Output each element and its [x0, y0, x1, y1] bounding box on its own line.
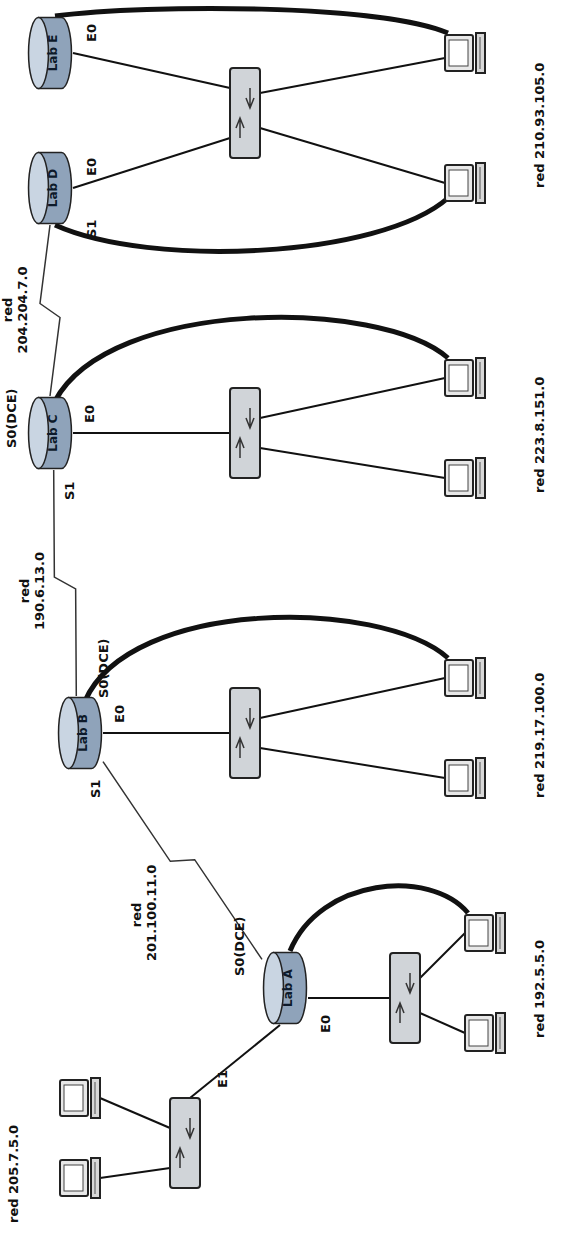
interface-label: S1 — [84, 220, 99, 238]
network-label: red 192.5.5.0 — [532, 940, 547, 1038]
network-label: red 219.17.100.0 — [532, 673, 547, 798]
router-name: Lab D — [46, 151, 60, 225]
router: Lab C — [27, 396, 73, 470]
serial-line — [54, 470, 77, 696]
network-label: red 204.204.7.0 — [1, 262, 31, 358]
network-label: red 190.6.13.0 — [18, 543, 48, 639]
interface-label: E0 — [318, 1015, 333, 1033]
router-name: Lab C — [46, 396, 60, 470]
network-label: red 201.100.11.0 — [130, 867, 160, 963]
interface-label: E0 — [84, 158, 99, 176]
router: Lab E — [27, 16, 73, 90]
interface-label: E1 — [215, 1070, 230, 1088]
router-name: Lab B — [76, 696, 90, 770]
router-name: Lab E — [46, 16, 60, 90]
serial-line — [40, 225, 60, 396]
router-name: Lab A — [281, 951, 295, 1025]
serial-link — [40, 225, 60, 396]
interface-label: S0(DCE) — [232, 916, 247, 976]
router: Lab A — [262, 951, 308, 1025]
interface-label: E0 — [84, 24, 99, 42]
interface-label: S1 — [88, 780, 103, 798]
network-label: red 223.8.151.0 — [532, 377, 547, 493]
serial-link — [54, 470, 77, 696]
interface-label: E0 — [82, 405, 97, 423]
interface-label: E0 — [112, 705, 127, 723]
router: Lab D — [27, 151, 73, 225]
interface-label: S0(DCE) — [4, 388, 19, 448]
network-label: red 205.7.5.0 — [6, 1125, 21, 1223]
router: Lab B — [57, 696, 103, 770]
interface-label: S0(DCE) — [96, 638, 111, 698]
network-label: red 210.93.105.0 — [532, 63, 547, 188]
interface-label: S1 — [62, 482, 77, 500]
